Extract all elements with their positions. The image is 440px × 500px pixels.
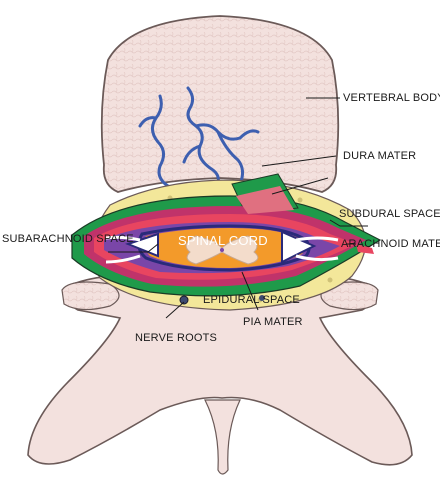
label-vertebral-body: VERTEBRAL BODY bbox=[343, 92, 440, 104]
label-arachnoid-mater: ARACHNOID MATER bbox=[341, 238, 440, 250]
spinous-process bbox=[204, 399, 241, 475]
blood-vessels bbox=[138, 86, 260, 188]
label-spinal-cord: SPINAL CORD bbox=[178, 233, 268, 248]
label-dura-mater: DURA MATER bbox=[343, 150, 417, 162]
subdural-flap bbox=[236, 186, 294, 214]
label-pia-mater: PIA MATER bbox=[243, 316, 303, 328]
pia-mater bbox=[137, 224, 311, 272]
epidural-vessel-2 bbox=[259, 295, 265, 301]
transverse-process-left bbox=[61, 281, 120, 311]
nerve-roots bbox=[105, 235, 339, 264]
epidural-vessel bbox=[179, 295, 189, 305]
arachnoid-tail bbox=[356, 244, 374, 254]
central-canal bbox=[220, 248, 224, 252]
label-subarachnoid-space: SUBARACHNOID SPACE bbox=[2, 233, 134, 245]
label-nerve-roots: NERVE ROOTS bbox=[135, 332, 218, 344]
leader-lines bbox=[108, 97, 368, 319]
vertebral-body bbox=[100, 15, 340, 193]
label-epidural-space: EPIDURAL SPACE bbox=[203, 294, 300, 306]
transverse-process-right bbox=[320, 281, 379, 311]
label-subdural-space: SUBDURAL SPACE bbox=[339, 208, 440, 220]
